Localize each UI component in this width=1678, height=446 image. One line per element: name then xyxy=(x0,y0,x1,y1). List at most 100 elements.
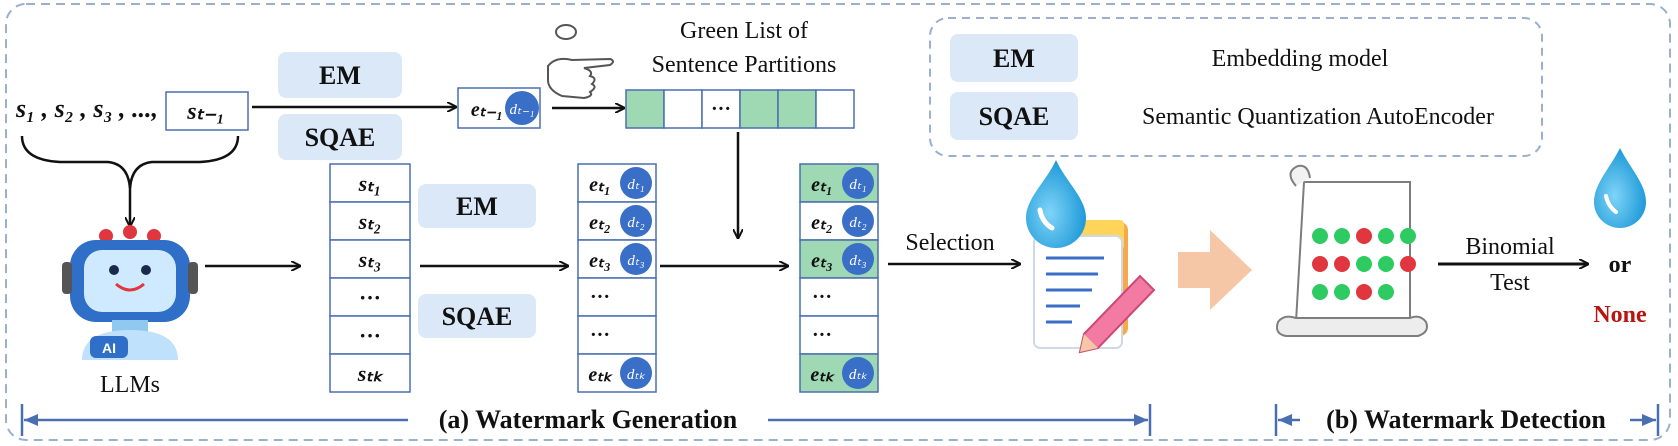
embedding-d-label: dₜ₁ xyxy=(627,177,644,193)
partition-cell xyxy=(739,89,779,129)
embedding-e-label: eₜ₃ xyxy=(811,250,833,272)
embedding-dots: ··· xyxy=(590,286,610,308)
or-label: or xyxy=(1609,252,1632,278)
d-circle xyxy=(842,205,874,237)
embedding-e-label: eₜ₁ xyxy=(811,174,833,196)
detection-dot xyxy=(1312,256,1328,272)
embedding-dots: ··· xyxy=(590,324,610,346)
em-pill-mid xyxy=(418,184,536,228)
embedding-e-label: eₜₖ xyxy=(810,364,835,386)
section-b-label: (b) Watermark Detection xyxy=(1326,405,1606,434)
d-circle xyxy=(842,357,874,389)
llm-label: LLMs xyxy=(100,372,160,398)
water-drop-icon-2 xyxy=(1594,148,1646,228)
sqae-pill-mid xyxy=(418,294,536,338)
binomial-label-1: Binomial xyxy=(1465,234,1555,260)
context-last-box xyxy=(165,91,249,131)
embedding-e-label: eₜ₂ xyxy=(811,212,833,234)
d-circle xyxy=(620,357,652,389)
candidate-cell xyxy=(329,277,411,317)
partition-list: ··· xyxy=(625,89,855,129)
embedding-d-label: dₜ₃ xyxy=(627,253,644,269)
detection-dot xyxy=(1312,284,1328,300)
d-circle xyxy=(620,167,652,199)
legend-em-pill xyxy=(950,34,1078,82)
d-circle xyxy=(842,243,874,275)
selection-label: Selection xyxy=(905,230,994,256)
sqae-pill-top xyxy=(278,114,402,160)
candidate-label: sₜ₂ xyxy=(358,209,382,234)
marked-cell xyxy=(799,277,879,317)
robot-ai-label: AI xyxy=(102,340,116,356)
embedding-cell xyxy=(577,277,657,317)
section-a-label: (a) Watermark Generation xyxy=(439,405,738,434)
prev-d-label: dₜ₋₁ xyxy=(509,102,534,118)
section-b-bracket: (b) Watermark Detection xyxy=(1274,404,1660,436)
none-label: None xyxy=(1593,302,1647,328)
legend-frame xyxy=(929,17,1543,157)
em-pill-top xyxy=(278,52,402,98)
watermarked-document-icon xyxy=(1026,160,1156,354)
context-prefix: s₁ , s₂ , s₃ , ..., xyxy=(15,94,158,123)
candidate-cell xyxy=(329,353,411,393)
partition-cell xyxy=(625,89,665,129)
legend: EM Embedding model SQAE Semantic Quantiz… xyxy=(929,17,1543,157)
candidate-label: sₜₖ xyxy=(357,361,384,386)
binomial-label-2: Test xyxy=(1490,270,1530,296)
detection-dot xyxy=(1356,284,1372,300)
prev-d-circle xyxy=(505,91,539,125)
brace-to-llm xyxy=(20,135,240,189)
partition-dots: ··· xyxy=(711,98,731,120)
context-sequence: s₁ , s₂ , s₃ , ..., sₜ₋₁ xyxy=(15,91,249,226)
detection-dot xyxy=(1400,228,1416,244)
orange-arrow-icon xyxy=(1178,230,1252,310)
sqae-label-top: SQAE xyxy=(305,123,376,152)
d-circle xyxy=(620,205,652,237)
section-a-bracket: (a) Watermark Generation xyxy=(20,404,1152,436)
embedding-e-label: eₜₖ xyxy=(588,364,613,386)
embedding-d-label: dₜ₂ xyxy=(627,215,644,231)
embedding-d-label: dₜ₁ xyxy=(849,177,866,193)
legend-em-desc: Embedding model xyxy=(1212,46,1389,72)
green-list-title-1: Green List of xyxy=(680,18,808,44)
marked-cell xyxy=(799,315,879,355)
embedding-d-label: dₜ₃ xyxy=(849,253,866,269)
prev-embedding: eₜ₋₁ dₜ₋₁ xyxy=(457,87,541,129)
green-list-title-2: Sentence Partitions xyxy=(652,52,837,78)
detection-dot xyxy=(1312,228,1328,244)
legend-sqae-pill xyxy=(950,92,1078,140)
detection-scroll-icon xyxy=(1276,164,1428,337)
embedding-e-label: eₜ₃ xyxy=(589,250,611,272)
detection-dot xyxy=(1334,256,1350,272)
water-drop-icon-1 xyxy=(1026,160,1086,248)
em-label-top: EM xyxy=(319,61,361,90)
detection-dot xyxy=(1378,256,1394,272)
candidate-label: sₜ₃ xyxy=(358,247,382,272)
candidate-cell xyxy=(329,315,411,355)
partition-cell xyxy=(777,89,817,129)
embedding-e-label: eₜ₁ xyxy=(589,174,611,196)
detection-dot xyxy=(1400,256,1416,272)
llm-robot-icon: AI xyxy=(62,225,198,360)
candidate-label: ··· xyxy=(359,323,381,348)
pen-icon xyxy=(1078,274,1156,354)
embedding-dots: ··· xyxy=(812,286,832,308)
em-label-mid: EM xyxy=(456,192,498,221)
outer-frame xyxy=(5,3,1671,441)
d-circle xyxy=(842,167,874,199)
partition-cell xyxy=(701,89,741,129)
sqae-label-mid: SQAE xyxy=(442,302,513,331)
detection-dots xyxy=(1312,228,1416,300)
legend-sqae-abbr: SQAE xyxy=(979,102,1050,131)
pointing-hand-icon xyxy=(547,24,614,100)
context-last-token: sₜ₋₁ xyxy=(186,99,224,125)
embedding-dots: ··· xyxy=(812,324,832,346)
candidate-cell xyxy=(329,239,411,279)
partition-cell xyxy=(815,89,855,129)
prev-e-label: eₜ₋₁ xyxy=(471,99,503,121)
embedding-d-label: dₜₖ xyxy=(849,367,868,383)
detection-dot xyxy=(1356,228,1372,244)
